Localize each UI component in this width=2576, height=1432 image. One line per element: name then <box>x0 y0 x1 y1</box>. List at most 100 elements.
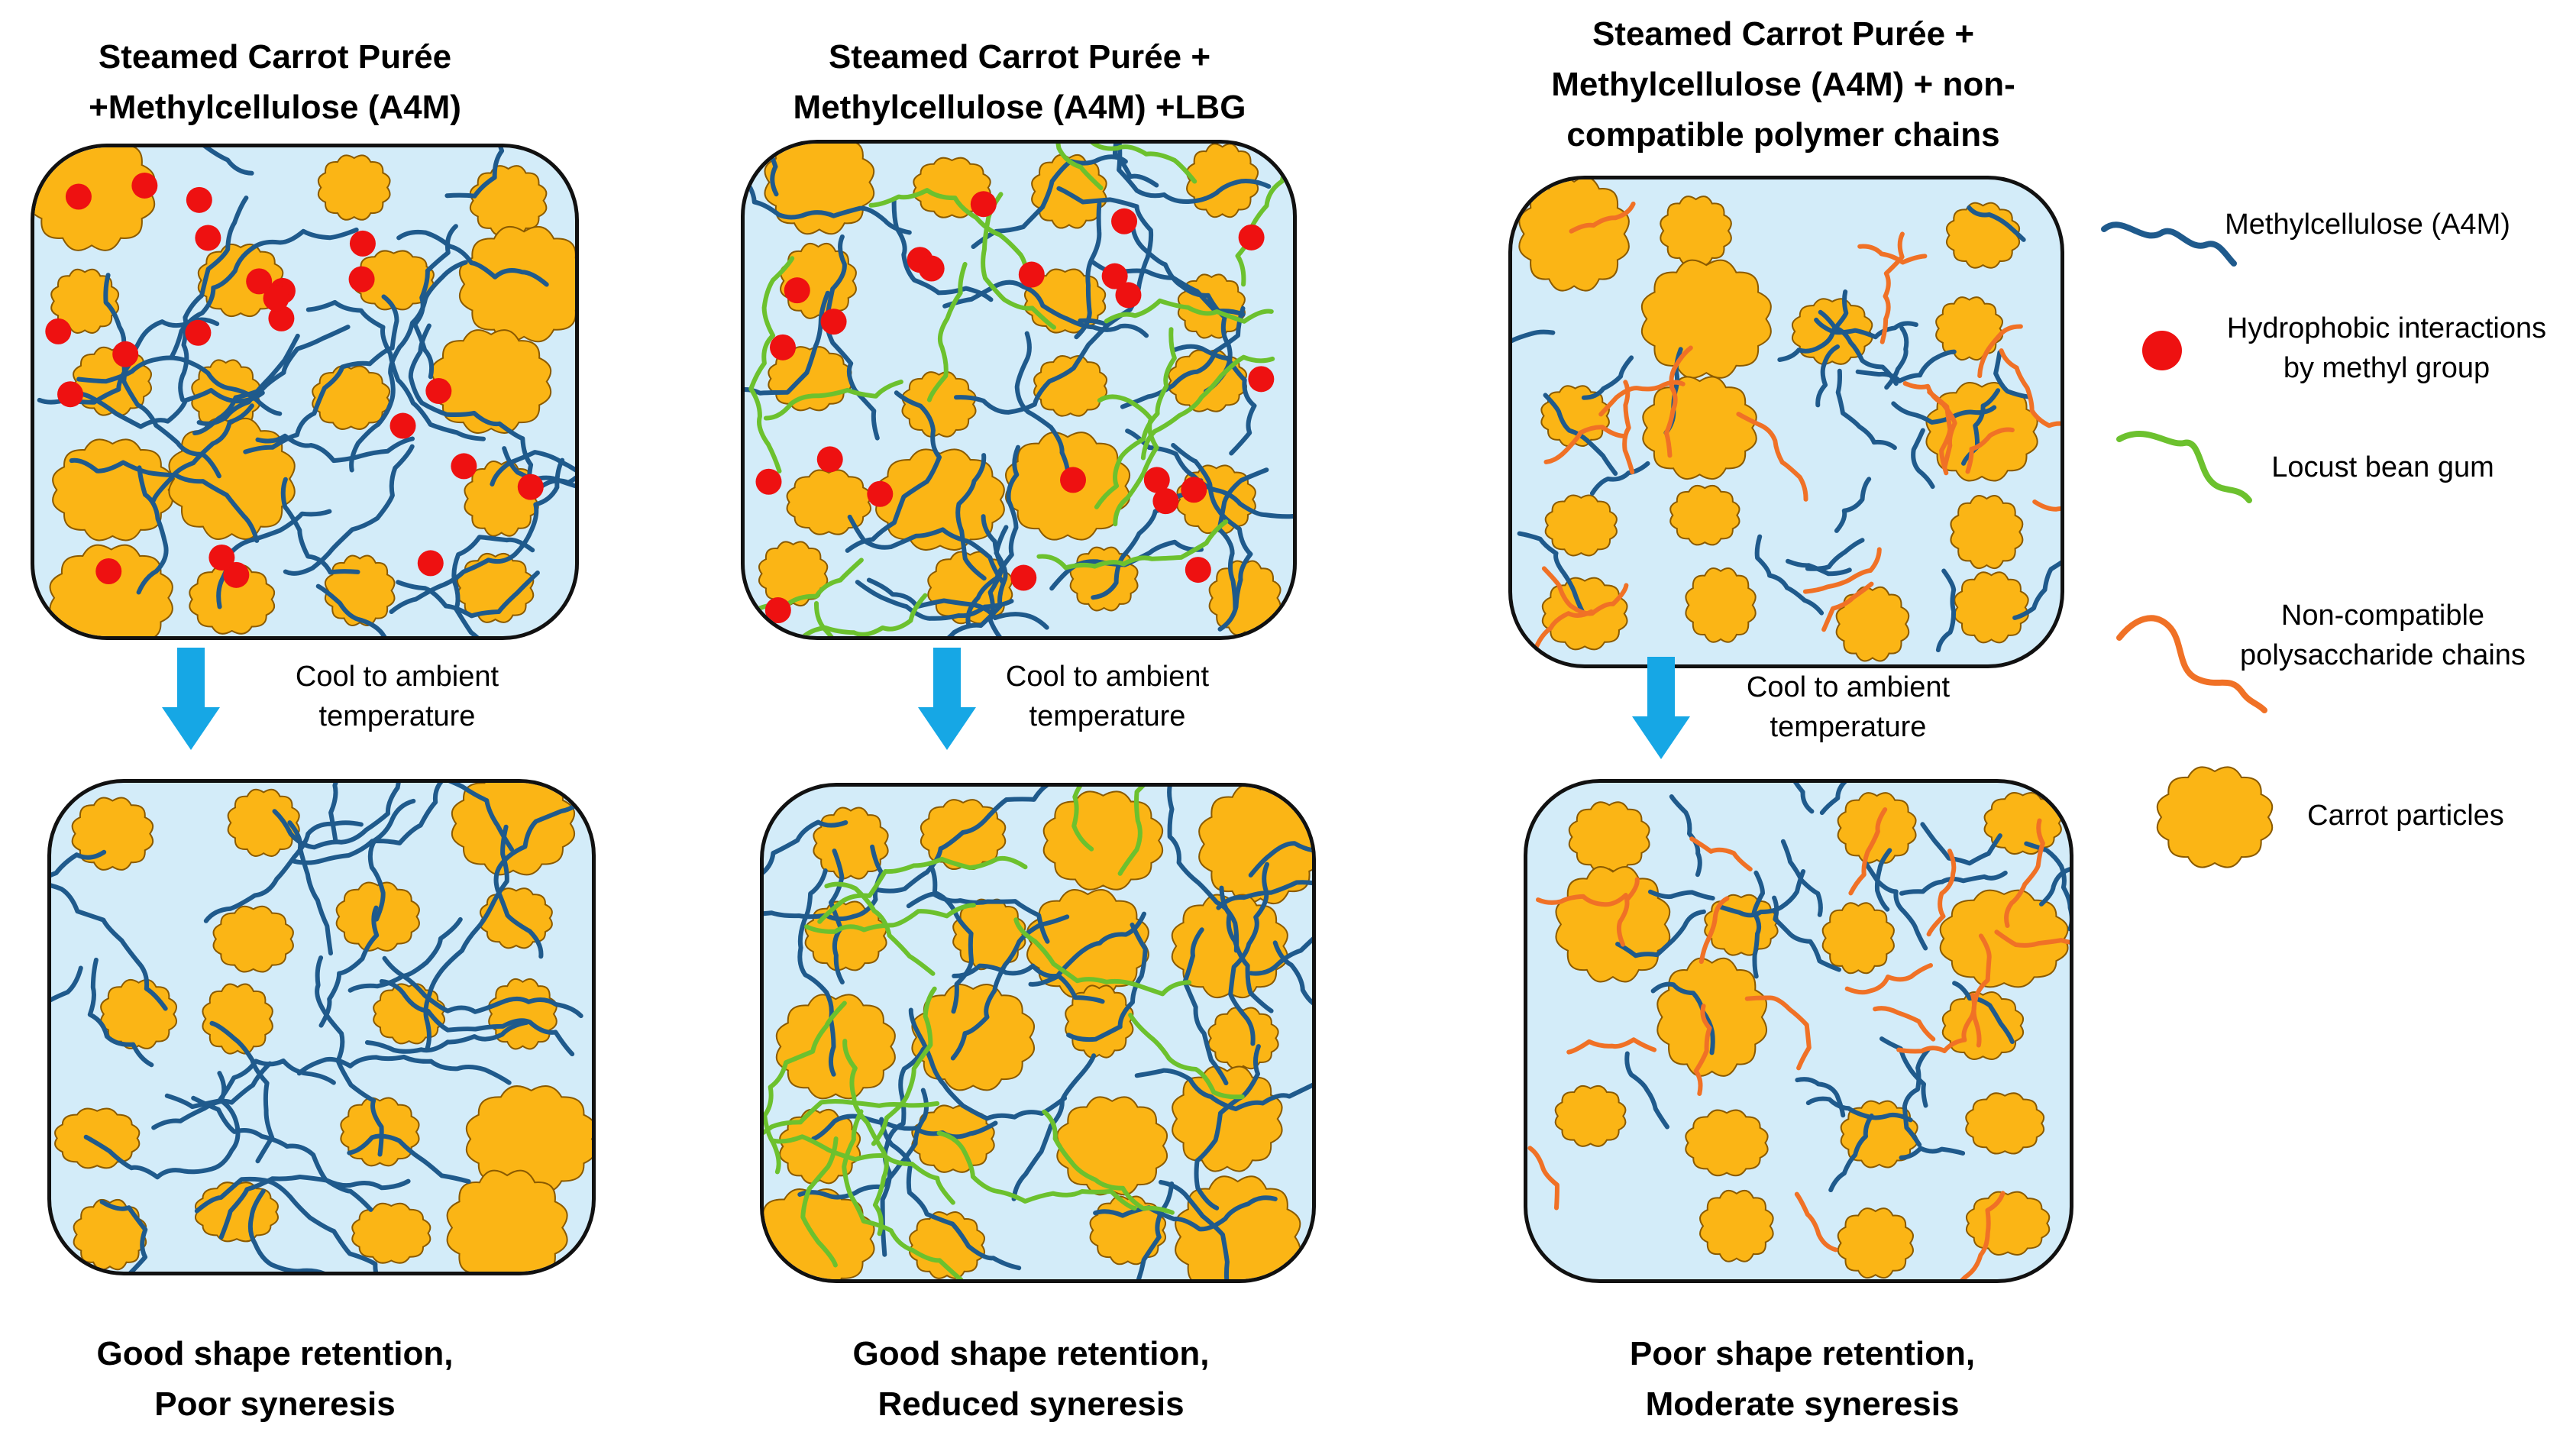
panel-2-cool-caption: Cool to ambient temperature <box>970 657 1245 736</box>
methylcellulose-chain <box>1272 940 1312 1006</box>
methylcellulose-chain <box>971 154 1128 249</box>
methylcellulose-chain <box>2039 867 2070 907</box>
lbg-chain <box>871 986 937 1146</box>
carrot-particle <box>479 887 553 949</box>
methylcellulose-chain <box>1130 220 1233 394</box>
hydrophobic-interaction-dot <box>349 230 376 257</box>
panel-3-cool-arrow <box>1632 657 1690 759</box>
lbg-chain <box>868 188 1029 286</box>
panel-2-cool-line-2: temperature <box>1029 700 1186 732</box>
methylcellulose-chain <box>1517 531 1585 614</box>
methylcellulose-chain <box>2024 841 2070 932</box>
hydrophobic-interaction-dot <box>246 268 273 295</box>
hydrophobic-interaction-dot <box>45 318 72 344</box>
methylcellulose-chain <box>1182 927 1229 1086</box>
carrot-particle <box>901 371 977 438</box>
methylcellulose-chain <box>797 868 836 1077</box>
noncompat-chain <box>1541 566 1629 616</box>
carrot-particle <box>469 165 548 237</box>
carrot-particle <box>312 365 391 430</box>
panel-3-title-line-3: compatible polymer chains <box>1566 116 2000 154</box>
carrot-particle <box>804 900 887 971</box>
methylcellulose-chain <box>529 475 575 489</box>
legend-hydrophobic-line-2: by methyl group <box>2283 352 2490 384</box>
carrot-particle <box>1685 1109 1769 1177</box>
methylcellulose-chain <box>1112 144 1159 188</box>
hydrophobic-interaction-dot <box>1111 208 1138 234</box>
methylcellulose-chain <box>1818 309 1899 386</box>
legend-lbg-line-1: Locust bean gum <box>2271 451 2494 483</box>
noncompat-chain <box>1926 849 1957 937</box>
methylcellulose-chain <box>952 963 1105 1004</box>
carrot-particle <box>189 564 276 635</box>
methylcellulose-chain <box>318 905 380 1028</box>
hydrophobic-interaction-dot <box>784 277 810 304</box>
carrot-particle <box>71 797 154 871</box>
methylcellulose-chain <box>1136 1181 1175 1279</box>
carrot-particle <box>1642 376 1757 480</box>
hydrophobic-interaction-dot <box>186 186 212 213</box>
carrot-particle <box>1033 354 1108 417</box>
methylcellulose-chain <box>51 883 168 1011</box>
carrot-particle <box>1656 957 1768 1077</box>
legend-carrot-shape <box>2156 766 2274 868</box>
noncompat-chain <box>1689 836 1753 871</box>
methylcellulose-chain <box>151 403 254 503</box>
panel-2-cool-line-1: Cool to ambient <box>1005 661 1210 693</box>
carrot-particle <box>202 983 273 1055</box>
lbg-chain <box>1013 917 1192 997</box>
noncompat-chain <box>1802 547 1882 594</box>
carrot-particle <box>1042 790 1164 891</box>
carrot-particle <box>952 898 1026 971</box>
hydrophobic-interaction-dot <box>195 225 221 251</box>
methylcellulose-chain <box>1648 889 1715 901</box>
methylcellulose-chain <box>396 229 549 287</box>
carrot-particle <box>50 268 120 334</box>
methylcellulose-chain <box>1911 428 1935 490</box>
carrot-particle <box>764 1188 875 1279</box>
methylcellulose-chain <box>1074 202 1102 340</box>
legend-noncompat-line-2: polysaccharide chains <box>2240 639 2526 671</box>
carrot-particle <box>1954 571 2029 644</box>
methylcellulose-chain <box>315 583 387 636</box>
methylcellulose-chain <box>448 783 514 852</box>
lbg-chain <box>804 903 976 934</box>
legend-lbg-icon <box>2116 431 2252 503</box>
methylcellulose-chain <box>64 388 265 429</box>
carrot-particle <box>54 1107 141 1169</box>
methylcellulose-chain <box>76 355 283 416</box>
noncompat-chain <box>1536 893 1628 907</box>
panel-1-cool-line-2: temperature <box>318 700 476 732</box>
methylcellulose-chain <box>99 1199 148 1272</box>
methylcellulose-chain <box>942 280 1149 338</box>
methylcellulose-chain <box>1899 1146 1966 1160</box>
methylcellulose-chain <box>347 1133 471 1184</box>
hydrophobic-interaction-dot <box>65 183 92 210</box>
carrot-particle <box>1965 1191 2051 1256</box>
methylcellulose-chain <box>1159 1179 1230 1279</box>
methylcellulose-chain <box>1171 443 1253 632</box>
methylcellulose-chain <box>824 234 880 441</box>
panel-3-cool-line-2: temperature <box>1770 711 1927 743</box>
hydrophobic-interaction-dot <box>1060 467 1087 493</box>
methylcellulose-chain <box>305 299 486 441</box>
panel-1-title: Steamed Carrot Purée +Methylcellulose (A… <box>15 32 535 133</box>
carrot-particle <box>73 1198 147 1271</box>
carrot-particle <box>764 144 875 235</box>
panel-2-result-line-1: Good shape retention, <box>852 1335 1210 1372</box>
methylcellulose-chain <box>745 290 830 396</box>
panel-2-hot-gel-box <box>741 140 1297 640</box>
legend-carrot-line-1: Carrot particles <box>2307 800 2504 832</box>
gel-network <box>764 787 1312 1279</box>
methylcellulose-chain <box>1777 289 1849 362</box>
methylcellulose-chain <box>364 1020 529 1054</box>
methylcellulose-chain <box>1624 1051 1669 1130</box>
carrot-particle <box>1198 787 1312 905</box>
hydrophobic-interaction-dot <box>1010 564 1037 591</box>
carrot-particle <box>458 225 575 343</box>
methylcellulose-chain <box>382 955 583 1019</box>
lbg-chain <box>1128 1013 1245 1100</box>
methylcellulose-chain <box>866 577 1049 630</box>
methylcellulose-chain <box>1993 350 2031 399</box>
methylcellulose-chain <box>1902 1047 1931 1147</box>
